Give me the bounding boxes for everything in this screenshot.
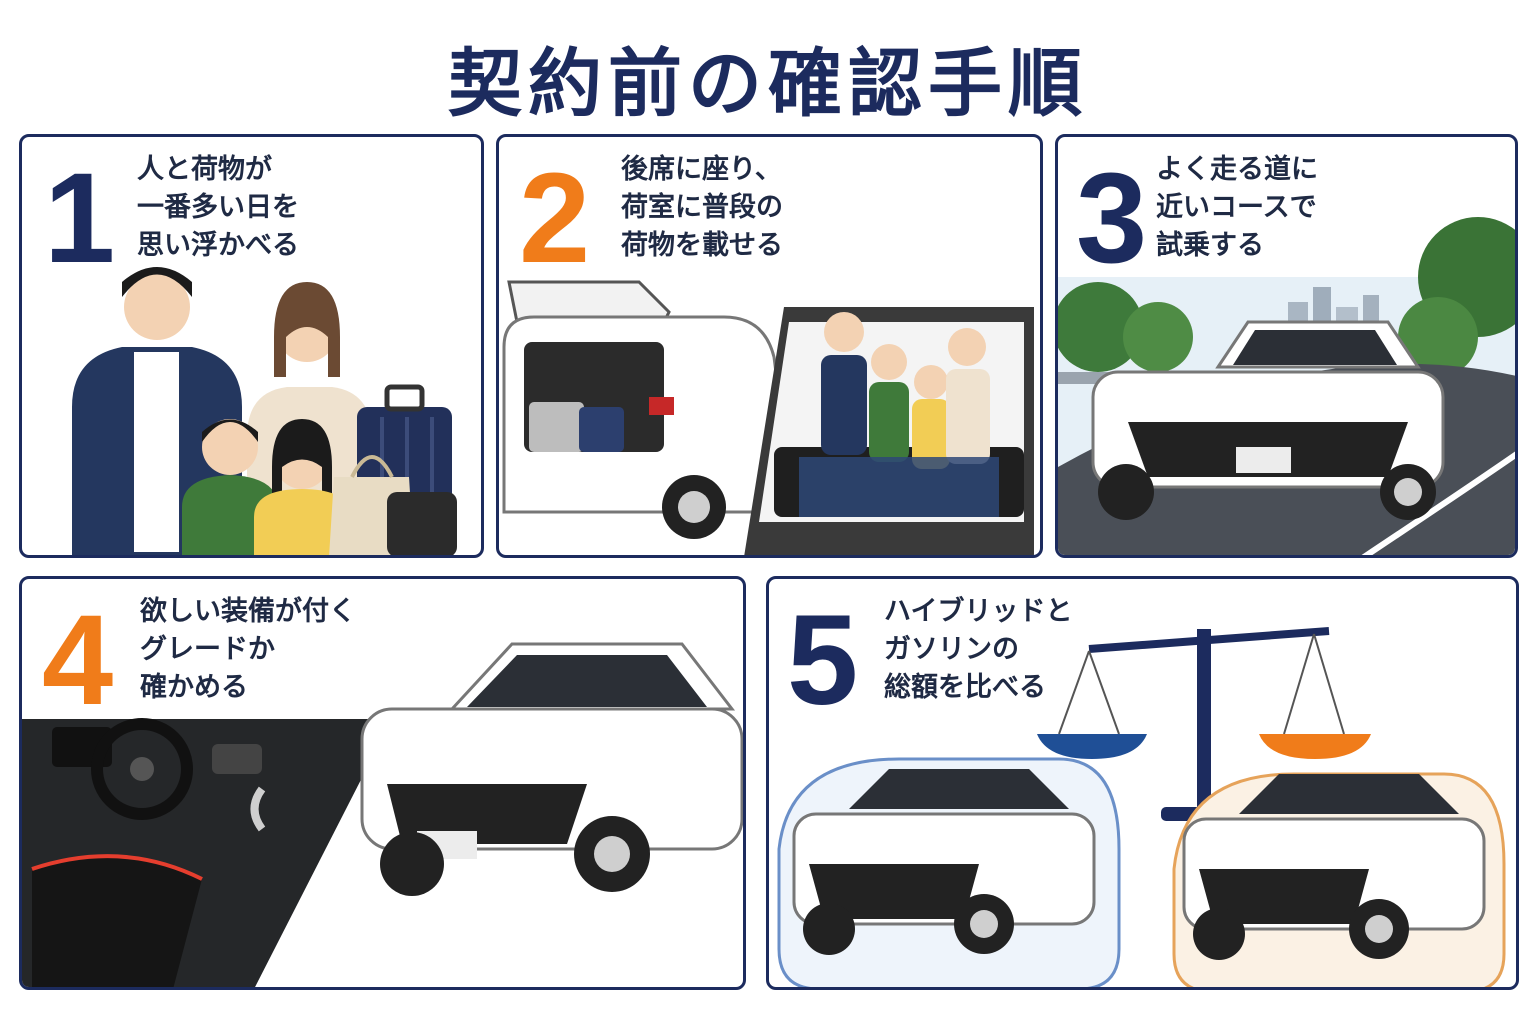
page-title: 契約前の確認手順 (448, 41, 1088, 127)
step-text: ハイブリッドと ガソリンの 総額を比べる (884, 596, 1073, 703)
step-number: 2 (519, 147, 591, 290)
rear-seat-cargo-illustration (502, 280, 1034, 555)
step-number: 3 (1076, 147, 1148, 290)
step-number: 1 (44, 147, 116, 290)
step-number: 5 (787, 589, 859, 732)
step-5-card: 5 ハイブリッドと ガソリンの 総額を比べる (766, 576, 1519, 990)
step-number: 4 (42, 589, 114, 732)
test-drive-illustration (1058, 217, 1515, 555)
step-4-card: 4 欲しい装備が付く グレードか 確かめる (19, 576, 746, 990)
step-text: 人と荷物が 一番多い日を 思い浮かべる (137, 154, 299, 261)
step-text: 後席に座り、 荷室に普段の 荷物を載せる (621, 154, 783, 261)
step-3-card: 3 よく走る道に 近いコースで 試乗する (1055, 134, 1518, 558)
step-1-card: 1 人と荷物が 一番多い日を 思い浮かべる (19, 134, 484, 558)
step-text: よく走る道に 近いコースで 試乗する (1156, 154, 1318, 261)
step-text: 欲しい装備が付く グレードか 確かめる (140, 596, 356, 703)
step-2-card: 2 後席に座り、 荷室に普段の 荷物を載せる (496, 134, 1043, 558)
grade-equipment-illustration (22, 642, 743, 987)
family-luggage-illustration (72, 267, 457, 555)
cost-compare-illustration (777, 627, 1506, 987)
